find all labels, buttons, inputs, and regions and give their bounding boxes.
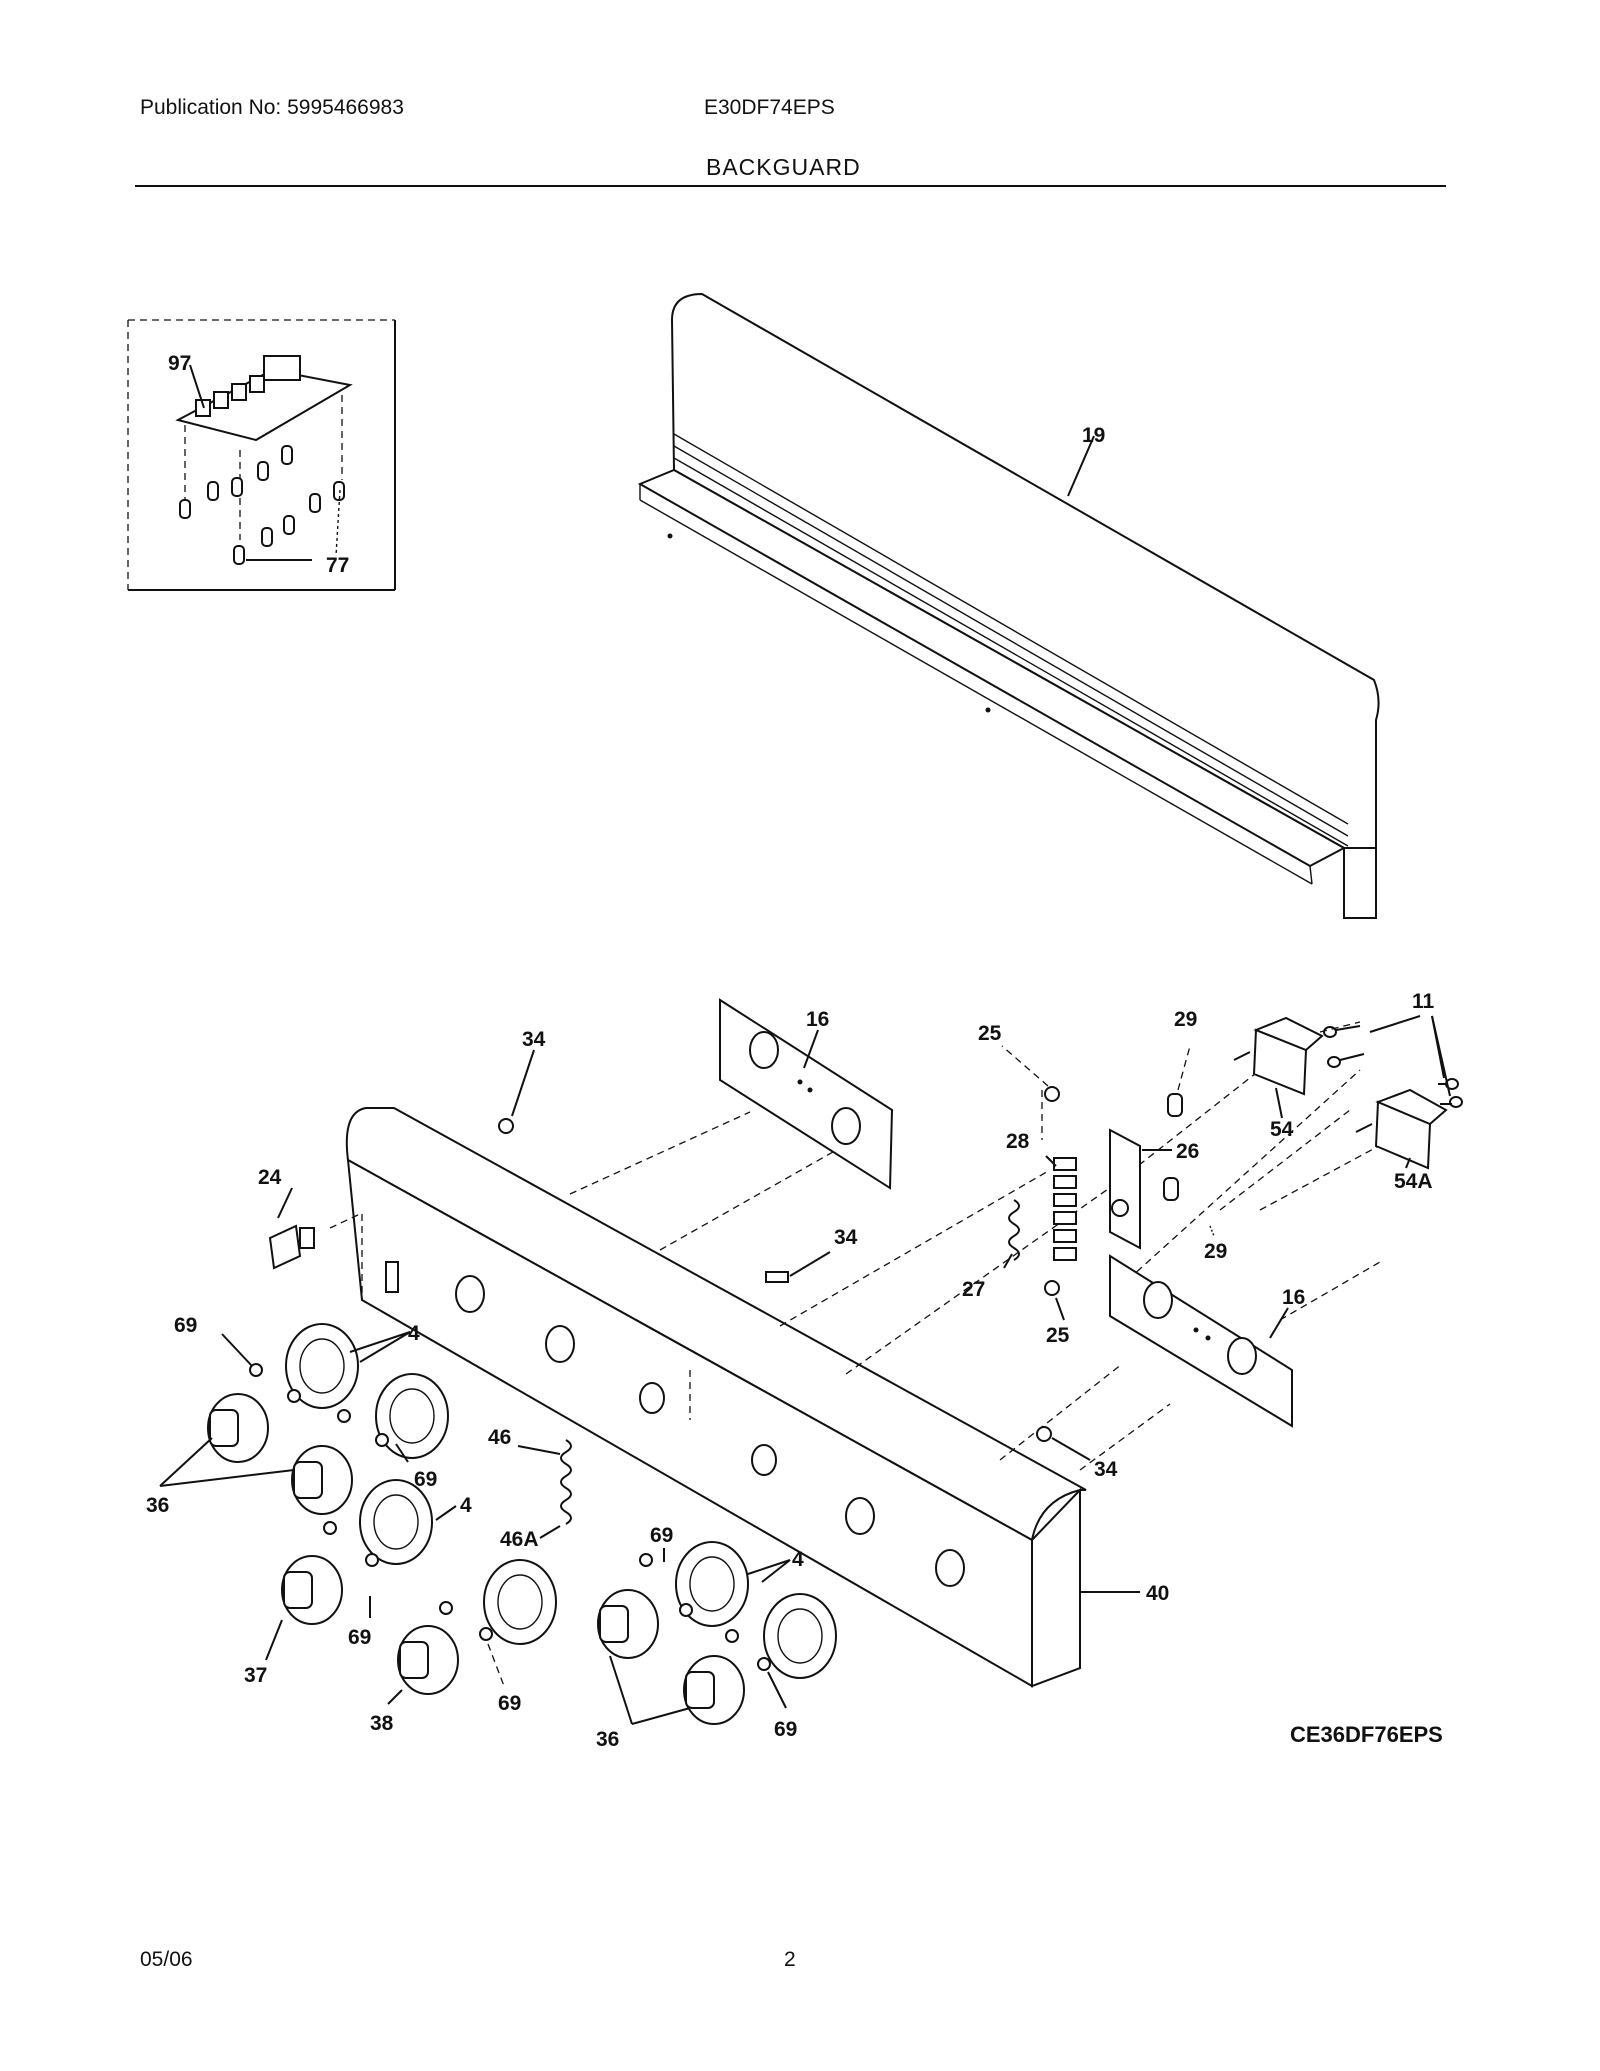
bezel-4-e (675, 1541, 749, 1627)
callout-36-a: 36 (146, 1494, 169, 1517)
diagram-code: CE36DF76EPS (1290, 1722, 1443, 1747)
callout-97: 97 (168, 352, 191, 375)
knob-38 (397, 1625, 459, 1695)
callout-25-bottom: 25 (1046, 1324, 1070, 1347)
screw-34-bottom (1036, 1426, 1091, 1461)
bezel-4-a (285, 1323, 359, 1409)
screw-25-top (1001, 1045, 1060, 1102)
knob-36-a (207, 1393, 269, 1463)
callout-29-lower: 29 (1204, 1240, 1227, 1263)
publication-number: Publication No: 5995466983 (140, 96, 404, 119)
callout-69-a: 69 (174, 1314, 197, 1337)
callout-38: 38 (370, 1712, 394, 1735)
screw-69-set (221, 1333, 787, 1709)
callout-25-top: 25 (978, 1022, 1002, 1045)
callout-4-c: 4 (792, 1548, 804, 1571)
callout-36-b: 36 (596, 1728, 619, 1751)
callout-69-d: 69 (348, 1626, 371, 1649)
callout-4-b: 4 (460, 1494, 472, 1517)
model-number: E30DF74EPS (704, 96, 835, 119)
pin-29-lower (1163, 1177, 1215, 1237)
callout-46A: 46A (500, 1528, 539, 1551)
callout-29-upper: 29 (1174, 1008, 1197, 1031)
callout-28: 28 (1006, 1130, 1030, 1153)
callout-34-top: 34 (522, 1028, 546, 1051)
footer-page-number: 2 (784, 1948, 796, 1971)
knob-36-d (683, 1655, 745, 1725)
callout-34-bottom: 34 (1094, 1458, 1118, 1481)
switch-54 (1233, 1016, 1365, 1119)
section-title: BACKGUARD (706, 154, 861, 180)
callout-54A: 54A (1394, 1170, 1433, 1193)
callout-16-lower: 16 (1282, 1286, 1305, 1309)
switch-54A (1355, 1015, 1463, 1170)
bracket-16-upper (719, 998, 894, 1190)
callout-46: 46 (488, 1426, 511, 1449)
screw-34-mid (765, 1251, 831, 1283)
callout-37: 37 (244, 1664, 267, 1687)
knob-36-c (597, 1589, 659, 1659)
screw-25-bottom (1044, 1280, 1065, 1321)
pin-29-upper (1167, 1045, 1191, 1117)
knob-37 (281, 1555, 343, 1625)
callout-24: 24 (258, 1166, 282, 1189)
footer-date: 05/06 (140, 1948, 193, 1971)
callout-19: 19 (1082, 424, 1105, 447)
bracket-16-lower (1109, 1254, 1293, 1428)
callout-69-f: 69 (774, 1718, 797, 1741)
callout-labels: 97 77 19 34 16 25 29 11 28 26 54 54A 24 … (146, 352, 1443, 1751)
bezel-4-b (375, 1373, 449, 1459)
callout-11: 11 (1412, 990, 1435, 1013)
rocker-switch-24 (268, 1187, 315, 1270)
callout-69-e: 69 (498, 1692, 521, 1715)
callout-69-c: 69 (650, 1524, 673, 1547)
terminal-block (1003, 1128, 1172, 1269)
bezel-4-c (359, 1479, 433, 1565)
bezel-4-f (763, 1593, 837, 1679)
backguard-panel-19 (637, 292, 1380, 919)
callout-69-b: 69 (414, 1468, 437, 1491)
wire-harness-46 (517, 1370, 691, 1539)
inset-control-board (127, 319, 396, 591)
screw-34-top (498, 1049, 535, 1134)
knob-36-b (291, 1445, 353, 1515)
callout-77: 77 (326, 554, 349, 577)
header-rule (135, 185, 1446, 187)
callout-27: 27 (962, 1278, 985, 1301)
bezel-4-d (483, 1559, 557, 1645)
callout-40: 40 (1146, 1582, 1169, 1605)
callout-26: 26 (1176, 1140, 1199, 1163)
console-body-40 (345, 1107, 1140, 1688)
callout-16-upper: 16 (806, 1008, 829, 1031)
callout-54: 54 (1270, 1118, 1294, 1141)
callout-4-a: 4 (408, 1322, 420, 1345)
callout-34-mid: 34 (834, 1226, 858, 1249)
